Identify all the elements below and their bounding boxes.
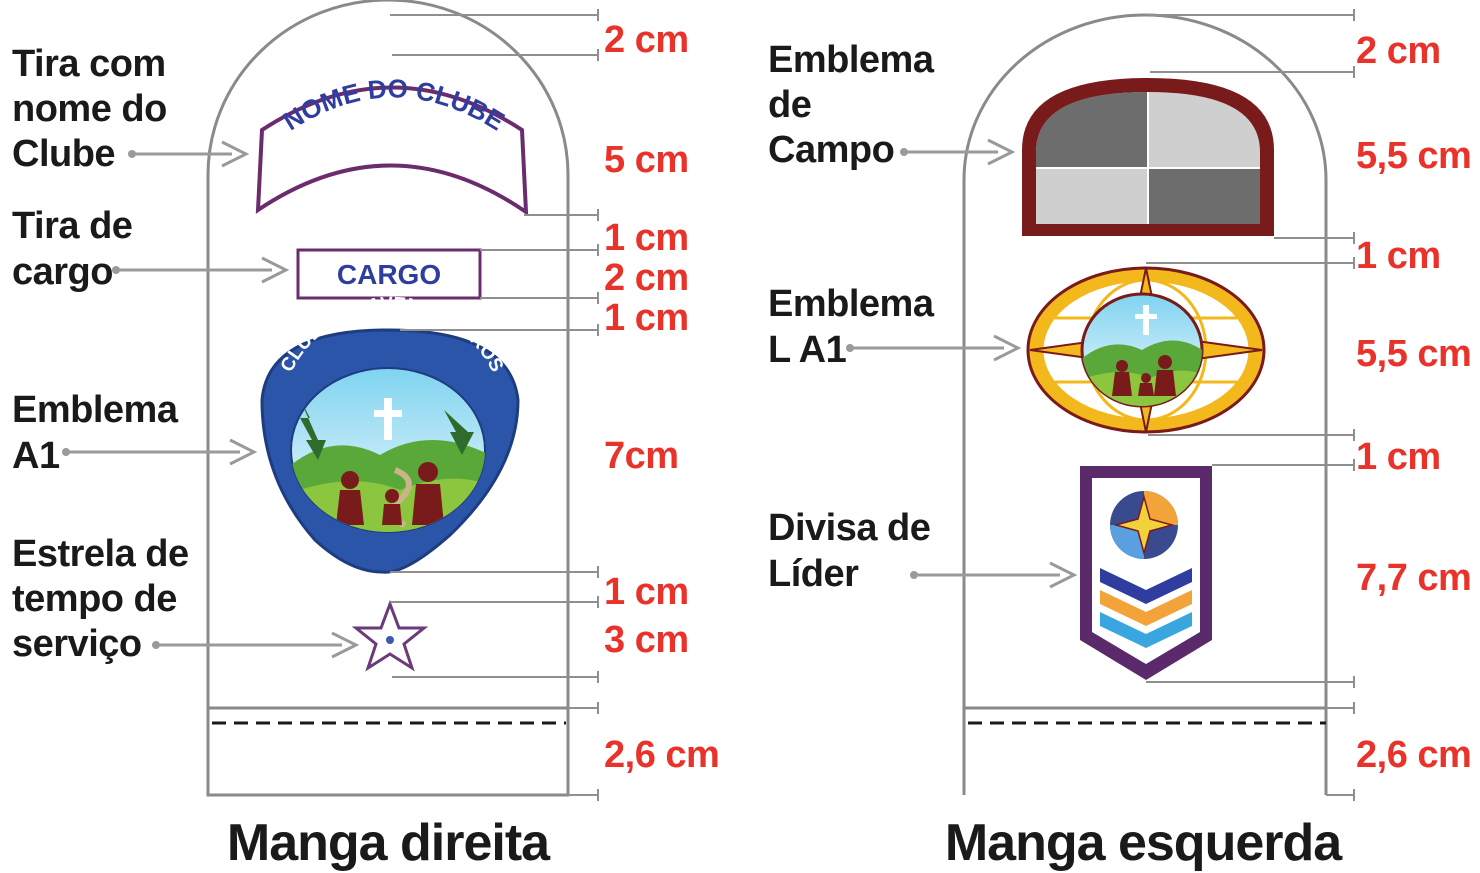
measure-left-4: 5,5 cm [1356, 333, 1471, 375]
measure-right-9: 2,6 cm [604, 734, 719, 776]
label-la1-emblem: Emblema L A1 [768, 283, 944, 371]
label-leader-insignia: Divisa de Líder [768, 507, 940, 595]
right-dimension-guides [390, 9, 599, 801]
measure-left-1: 2 cm [1356, 30, 1441, 72]
right-label-arrows [62, 140, 360, 659]
left-sleeve: Emblema de Campo Emblema L A1 Divisa de … [768, 9, 1472, 872]
measure-left-5: 1 cm [1356, 436, 1441, 478]
label-emblem-a1: Emblema A1 [12, 389, 188, 477]
la1-emblem [1026, 266, 1266, 434]
measure-right-8: 3 cm [604, 619, 689, 661]
measure-right-6: 7cm [604, 435, 679, 477]
measure-right-2: 5 cm [604, 139, 689, 181]
measure-right-3: 1 cm [604, 217, 689, 259]
measure-left-6: 7,7 cm [1356, 557, 1471, 599]
measure-right-1: 2 cm [604, 19, 689, 61]
measure-left-3: 1 cm [1356, 235, 1441, 277]
left-sleeve-title: Manga esquerda [945, 814, 1343, 872]
service-star [351, 599, 429, 672]
label-field-emblem: Emblema de Campo [768, 39, 944, 171]
field-emblem [1022, 78, 1274, 236]
label-club-strip: Tira com nome do Clube [12, 43, 177, 175]
measure-right-4: 2 cm [604, 257, 689, 299]
left-label-arrows [846, 138, 1078, 589]
role-strip-text: CARGO [337, 259, 441, 290]
right-sleeve: NOME DO CLUBE CARGO [12, 0, 720, 872]
role-strip: CARGO [296, 248, 482, 300]
left-dimension-guides [1146, 9, 1355, 801]
measure-left-7: 2,6 cm [1356, 734, 1471, 776]
measure-right-5: 1 cm [604, 297, 689, 339]
emblem-a1: CLUBE DE AVENTUREIROS [260, 294, 520, 574]
measure-left-2: 5,5 cm [1356, 135, 1471, 177]
leader-insignia [1080, 466, 1212, 680]
right-sleeve-title: Manga direita [227, 814, 551, 872]
measure-right-7: 1 cm [604, 571, 689, 613]
label-role-strip: Tira de cargo [12, 205, 142, 293]
label-service-star: Estrela de tempo de serviço [12, 533, 199, 665]
